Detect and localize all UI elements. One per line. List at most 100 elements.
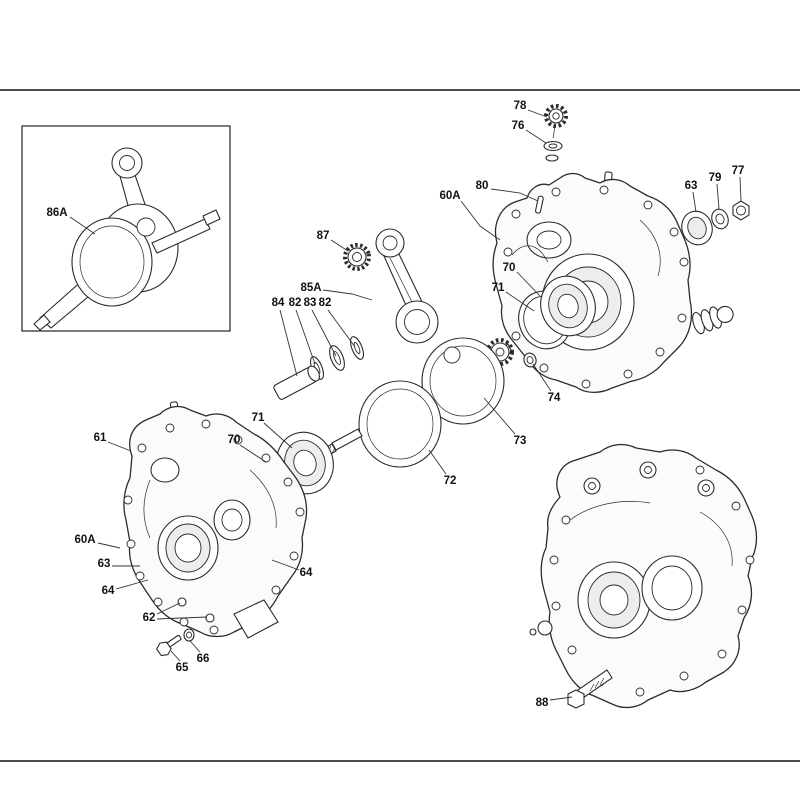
part-label-84: 84 xyxy=(272,297,285,309)
left-case-main-bore-hole xyxy=(174,533,202,563)
leader-line-66 xyxy=(189,640,201,653)
leader-line-77 xyxy=(739,176,742,202)
leader-line-78 xyxy=(527,109,548,118)
lower-case-side-bolt xyxy=(529,628,537,636)
leader-line-85A xyxy=(322,289,373,301)
left-case-opening-3 xyxy=(150,457,180,483)
gear-78-shaft xyxy=(552,126,556,139)
right-case-upper-opening-hole xyxy=(536,230,562,250)
ring-below-76 xyxy=(545,154,559,162)
right-case-bolt-holes xyxy=(503,185,689,389)
leader-line-87 xyxy=(330,239,349,252)
part-label-63-top: 63 xyxy=(685,180,698,192)
washer-83 xyxy=(329,345,345,371)
left-crankcase-half-61 xyxy=(123,401,308,639)
part-label-86A: 86A xyxy=(46,207,67,219)
right-case-contour-2 xyxy=(639,219,661,277)
wrist-pin-84 xyxy=(273,365,321,400)
conrod-85a-small-end-bore xyxy=(382,235,398,251)
part-label-76: 76 xyxy=(512,120,525,132)
part-label-70-left: 70 xyxy=(228,434,241,446)
part-label-70-right: 70 xyxy=(503,262,516,274)
part-label-60A-left: 60A xyxy=(74,534,95,546)
left-case-fasteners xyxy=(156,628,195,657)
top-small-parts xyxy=(543,104,568,162)
washer-76-hole xyxy=(548,143,558,149)
part-label-77: 77 xyxy=(732,165,745,177)
crankshaft-assembly-72 xyxy=(319,337,514,468)
leader-line-79 xyxy=(716,183,720,210)
left-case-opening-2-hole xyxy=(221,508,243,532)
left-case-contour-1 xyxy=(143,479,151,539)
part-label-63-left: 63 xyxy=(98,558,111,570)
part-label-66: 66 xyxy=(197,653,210,665)
part-label-60A-top: 60A xyxy=(439,190,460,202)
lower-right-crankcase-half xyxy=(529,443,758,709)
part-label-79: 79 xyxy=(709,172,722,184)
part-label-61: 61 xyxy=(94,432,107,444)
leader-line-82-a xyxy=(295,309,316,365)
leader-line-60A-left xyxy=(97,542,121,549)
bearing-71-right xyxy=(540,275,596,337)
part-label-73: 73 xyxy=(514,435,527,447)
leader-line-62-1 xyxy=(156,616,208,620)
case-small-bolt-80 xyxy=(534,195,544,214)
lower-case-side-boss xyxy=(537,620,553,636)
part-label-71-left: 71 xyxy=(252,412,265,424)
crank-gear-bore xyxy=(495,347,505,357)
crank-web-73 xyxy=(421,337,505,425)
leader-line-70-right xyxy=(516,271,541,297)
right-small-parts xyxy=(681,200,750,246)
crank-shaft-tip xyxy=(33,314,51,331)
crank-shaft-right-end xyxy=(202,209,221,226)
leader-line-71-right xyxy=(505,291,535,312)
part-label-78: 78 xyxy=(514,100,527,112)
leader-line-74 xyxy=(532,363,552,392)
part-label-72: 72 xyxy=(444,475,457,487)
lower-case-top-bosses xyxy=(583,461,715,497)
leader-line-62 xyxy=(156,602,181,615)
left-case-contour-2 xyxy=(249,469,277,529)
leader-line-82-b xyxy=(327,309,356,348)
lower-case-contour-1 xyxy=(569,501,651,521)
leader-line-76 xyxy=(525,129,547,144)
crank-pin xyxy=(136,217,156,237)
bearing-71-left xyxy=(276,431,334,495)
leader-line-60A-top xyxy=(460,200,501,241)
ribbed-plug xyxy=(692,305,734,335)
part-label-65: 65 xyxy=(176,662,189,674)
crank-web-left xyxy=(358,380,442,468)
leader-line-63-top xyxy=(692,191,697,213)
bolt-88 xyxy=(567,669,613,709)
leader-line-64-right xyxy=(271,559,300,571)
washer-66 xyxy=(183,628,195,642)
leader-line-65 xyxy=(170,650,181,662)
left-case-foot xyxy=(233,599,279,639)
gear-78 xyxy=(544,104,568,128)
washer-79 xyxy=(711,208,729,230)
right-main-bearing-group xyxy=(518,275,596,368)
lower-case-bore-1-hole xyxy=(599,584,629,616)
seal-63 xyxy=(681,210,713,246)
part-label-74: 74 xyxy=(548,392,561,404)
nut-77 xyxy=(732,200,750,221)
leader-line-83 xyxy=(311,309,337,357)
leader-line-70-left xyxy=(239,444,267,463)
conrod-85a-rib xyxy=(389,257,415,307)
part-label-85A: 85A xyxy=(300,282,321,294)
leader-line-80 xyxy=(490,188,539,202)
part-label-83: 83 xyxy=(304,297,317,309)
part-label-88: 88 xyxy=(536,697,549,709)
crank-web-front xyxy=(71,217,153,307)
leader-line-84 xyxy=(279,309,298,377)
part-label-64-left: 64 xyxy=(102,585,115,597)
roller-bearing-87 xyxy=(343,243,371,271)
leader-line-73 xyxy=(483,397,516,435)
inset-crankshaft-86a xyxy=(21,125,231,332)
lower-case-contour-2 xyxy=(699,511,733,567)
left-case-bolt-holes xyxy=(123,419,305,635)
gear-78-bore xyxy=(552,112,560,120)
leader-line-71-left xyxy=(263,422,293,449)
